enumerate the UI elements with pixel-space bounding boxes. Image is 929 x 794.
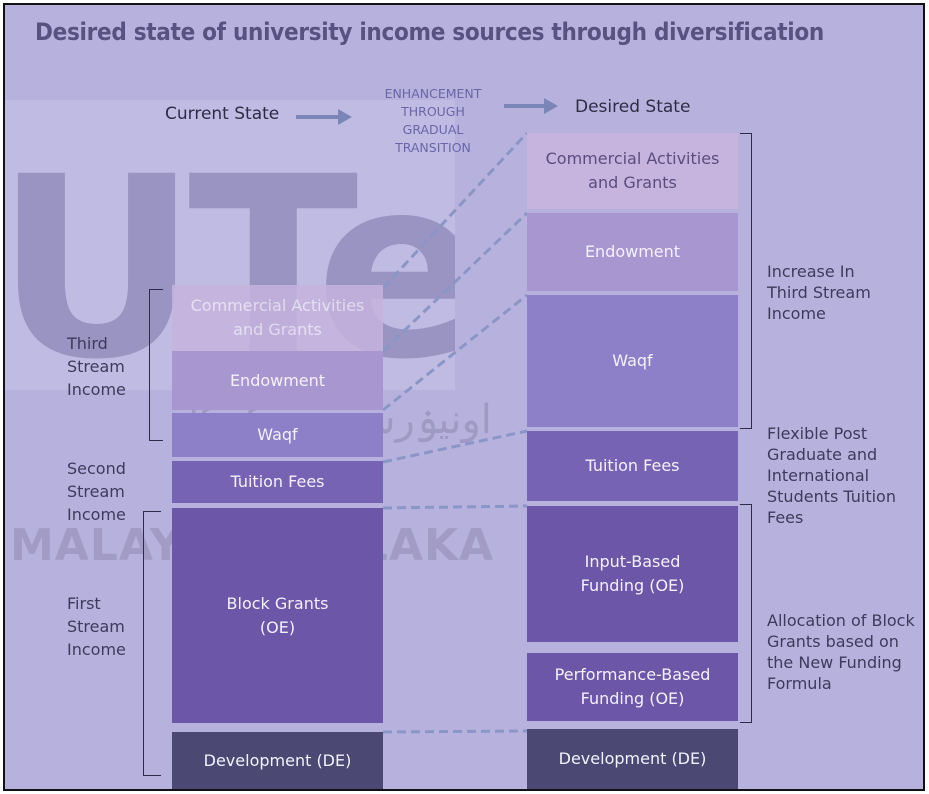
connector-tuition [382, 429, 528, 464]
current-block-tuition: Tuition Fees [172, 461, 383, 503]
desired-block-endowment-label: Endowment [584, 242, 681, 261]
current-block-commercial-label: Commercial Activities and Grants [190, 296, 365, 339]
desired-block-input-based-label: Input-Based Funding (OE) [580, 552, 685, 595]
arrow-line-left [296, 115, 340, 119]
current-block-block-grants-label: Block Grants (OE) [226, 593, 329, 637]
page-title: Desired state of university income sourc… [35, 18, 824, 46]
block-grants-allocation-bracket [740, 504, 752, 723]
desired-block-development: Development (DE) [527, 729, 738, 789]
arrow-head-left-icon [338, 109, 352, 125]
desired-block-waqf-label: Waqf [612, 351, 653, 370]
increase-third-stream-text: Increase In Third Stream Income [767, 262, 871, 323]
desired-block-endowment: Endowment [527, 213, 738, 291]
transition-text: ENHANCEMENT THROUGH GRADUAL TRANSITION [383, 85, 483, 157]
transition-line-4: TRANSITION [395, 140, 471, 155]
desired-state-label: Desired State [575, 97, 691, 117]
current-block-development: Development (DE) [172, 732, 383, 789]
connector-waqf [382, 293, 528, 412]
arrow-line-right [504, 104, 546, 108]
first-stream-label: First Stream Income [67, 592, 126, 661]
third-stream-bracket [149, 289, 163, 441]
current-block-tuition-label: Tuition Fees [230, 472, 325, 491]
second-stream-text: Second Stream Income [67, 459, 126, 524]
desired-block-commercial: Commercial Activities and Grants [527, 133, 738, 209]
desired-block-input-based: Input-Based Funding (OE) [527, 506, 738, 642]
connector-endowment [381, 211, 529, 353]
flexible-tuition-text: Flexible Post Graduate and International… [767, 424, 896, 527]
current-block-waqf: Waqf [172, 413, 383, 457]
transition-line-1: ENHANCEMENT [384, 86, 482, 101]
transition-line-2: THROUGH [401, 104, 465, 119]
first-stream-text: First Stream Income [67, 594, 126, 659]
third-stream-label: Third Stream Income [67, 332, 126, 401]
connector-commercial [381, 131, 529, 290]
flexible-tuition-note: Flexible Post Graduate and International… [767, 423, 896, 528]
increase-third-stream-note: Increase In Third Stream Income [767, 261, 871, 324]
current-block-development-label: Development (DE) [203, 750, 352, 770]
current-block-block-grants: Block Grants (OE) [172, 508, 383, 723]
increase-third-stream-bracket [740, 133, 752, 429]
connector-development [382, 729, 528, 734]
connector-block-grants [382, 504, 528, 510]
desired-block-performance-based: Performance-Based Funding (OE) [527, 653, 738, 721]
transition-connectors [381, 131, 529, 734]
current-block-endowment: Endowment [172, 351, 383, 410]
desired-block-tuition-label: Tuition Fees [585, 456, 680, 475]
desired-block-development-label: Development (DE) [558, 749, 707, 768]
block-grants-allocation-text: Allocation of Block Grants based on the … [767, 611, 915, 693]
current-state-label: Current State [165, 104, 280, 124]
desired-block-tuition: Tuition Fees [527, 431, 738, 501]
second-stream-label: Second Stream Income [67, 457, 126, 526]
desired-block-commercial-label: Commercial Activities and Grants [545, 149, 720, 192]
third-stream-text: Third Stream Income [67, 334, 126, 399]
arrow-head-right-icon [544, 98, 558, 114]
current-block-endowment-label: Endowment [229, 370, 326, 390]
block-grants-allocation-note: Allocation of Block Grants based on the … [767, 610, 915, 694]
current-block-commercial: Commercial Activities and Grants [172, 285, 383, 351]
current-block-waqf-label: Waqf [257, 425, 298, 444]
diagram-frame: UTeM اونيۏرسيتي تيكنيكل MALAYSIA MELAKA … [3, 3, 925, 791]
desired-block-waqf: Waqf [527, 295, 738, 427]
transition-line-3: GRADUAL [402, 122, 464, 137]
first-stream-bracket [143, 511, 161, 776]
desired-block-performance-based-label: Performance-Based Funding (OE) [554, 665, 711, 708]
